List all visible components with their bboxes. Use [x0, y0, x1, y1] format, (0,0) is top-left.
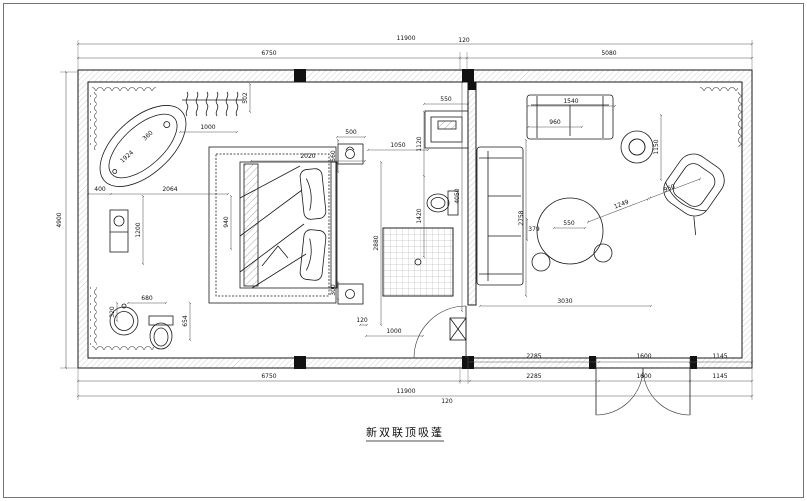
- dim-label: 1420: [416, 208, 423, 223]
- shower: [382, 227, 454, 297]
- dim-label: 1050: [390, 142, 405, 149]
- sofa-long: [476, 146, 524, 286]
- dim-label: 1600: [636, 373, 651, 380]
- dim-label: 950: [663, 183, 676, 194]
- dim-label: 2758: [518, 210, 525, 225]
- dim-label: 4050: [454, 188, 461, 203]
- dim-label: 550: [563, 220, 575, 227]
- caption-text: 新双联顶吸蓬: [366, 425, 444, 439]
- partition-wall: [467, 81, 477, 306]
- dim-label: 3030: [557, 298, 572, 305]
- dim-label: 6750: [261, 50, 276, 57]
- tv-cabinet: [424, 110, 469, 149]
- dim-label: 300: [330, 284, 337, 296]
- pillow: [299, 168, 327, 220]
- dim-label: 960: [549, 119, 561, 126]
- dim-label: 1249: [613, 199, 630, 211]
- dining-table: [531, 197, 613, 272]
- dim-label: 2880: [373, 235, 380, 250]
- dim-label: 5080: [601, 50, 616, 57]
- dim-label: 360: [141, 129, 154, 142]
- sheet-border: [3, 3, 804, 498]
- dim-label: 11900: [396, 35, 415, 42]
- dim-label: 1150: [653, 139, 660, 154]
- dim-label: 502: [242, 92, 249, 104]
- bathtub: [99, 105, 187, 187]
- side-table: [620, 130, 654, 164]
- bed-runner: [243, 163, 259, 287]
- dim-label: 2020: [300, 153, 315, 160]
- toilet: [426, 190, 459, 216]
- dim-label: 1145: [712, 353, 727, 360]
- extension-lines: [60, 40, 753, 400]
- clothes-hangers: [182, 91, 244, 117]
- dim-label: 320: [109, 306, 116, 318]
- chair: [531, 252, 551, 272]
- double-door: [595, 357, 691, 416]
- dim-label: 1200: [135, 222, 142, 237]
- dim-label: 4900: [56, 212, 63, 227]
- dim-label: 940: [223, 216, 230, 228]
- drawing-caption: 新双联顶吸蓬: [366, 425, 444, 442]
- dim-label: 1000: [200, 124, 215, 131]
- chair: [593, 243, 613, 263]
- outer-walls: [77, 69, 753, 369]
- dim-label: 680: [141, 295, 153, 302]
- nightstand-bottom: [337, 283, 364, 305]
- lounge-chair: [663, 153, 725, 236]
- dim-label: 1145: [712, 373, 727, 380]
- dim-label: 550: [440, 96, 452, 103]
- dim-label: 120: [441, 398, 453, 405]
- dim-label: 1600: [636, 353, 651, 360]
- dim-label: 1000: [386, 328, 401, 335]
- dim-label: 654: [182, 315, 189, 327]
- column-blocks: [294, 69, 697, 369]
- dim-label: 400: [94, 186, 106, 193]
- entry-door: [413, 305, 467, 359]
- dim-label: 1540: [563, 98, 578, 105]
- blanket-folds: [239, 165, 307, 289]
- wall-scallops: [90, 84, 742, 352]
- dim-label: 11900: [396, 388, 415, 395]
- dim-label: 6750: [261, 373, 276, 380]
- dim-label: 2285: [526, 353, 541, 360]
- dimension-labels: 11900 120 6750 5080 4900 1000 502 1924 360 400 206…: [56, 35, 728, 405]
- dim-label: 379: [528, 226, 540, 233]
- dim-label: 120: [356, 317, 368, 324]
- bed: [239, 161, 338, 289]
- toilet-vanity-side: [148, 315, 174, 350]
- wash-column: [109, 209, 129, 253]
- dimension-lines: [64, 42, 754, 398]
- pillow: [299, 229, 327, 281]
- vanity-basin: [109, 303, 139, 336]
- dim-label: 2064: [162, 186, 177, 193]
- dim-label: 2285: [526, 373, 541, 380]
- shoe-cabinet: [449, 317, 467, 341]
- dim-label: 500: [345, 129, 357, 136]
- dim-label: 1120: [416, 136, 423, 151]
- dim-label: 120: [458, 37, 470, 44]
- dim-label: 560: [330, 150, 337, 162]
- dim-label: 1924: [119, 149, 135, 165]
